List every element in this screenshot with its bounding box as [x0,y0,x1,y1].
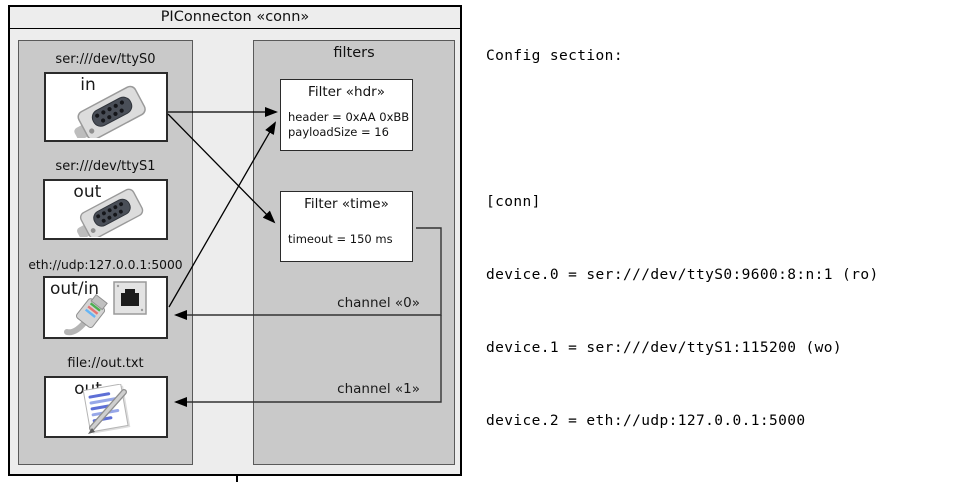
filter-hdr-attr-header: header = 0xAA 0xBB [288,110,410,124]
config-lines: [conn] device.0 = ser:///dev/ttyS0:9600:… [486,119,962,484]
device-ttyS0-box: in [44,72,168,142]
config-title: Config section: [486,47,623,64]
filter-hdr-attr-payload: payloadSize = 16 [288,125,389,139]
filter-hdr-box: Filter «hdr» header = 0xAA 0xBB payloadS… [280,79,413,151]
config-line: device.1 = ser:///dev/ttyS1:115200 (wo) [486,340,843,357]
notepad-icon [76,383,138,438]
config-section: Config section: [conn] device.0 = ser://… [486,10,962,484]
device-ttyS1-label: ser:///dev/ttyS1 [55,159,156,174]
device-eth-direction: out/in [50,279,100,299]
ethernet-plug-icon [53,292,119,340]
device-eth-box: out/in [43,276,168,339]
bottom-border-tick [236,474,238,482]
config-line: [conn] [486,193,541,210]
ethernet-port-icon [113,281,147,319]
filter-time-attr-timeout: timeout = 150 ms [288,232,393,246]
device-file-box: out [44,376,168,438]
piconnecton-title: PIConnecton «conn» [8,5,462,29]
device-eth-label: eth://udp:127.0.0.1:5000 [28,258,183,272]
channel-0-label: channel «0» [337,295,420,311]
device-ttyS1-box: out [43,179,168,240]
config-line: device.2 = eth://udp:127.0.0.1:5000 [486,413,806,430]
device-ttyS0-label: ser:///dev/ttyS0 [55,52,156,67]
filter-time-title: Filter «time» [304,196,389,212]
config-line: device.0 = ser:///dev/ttyS0:9600:8:n:1 (… [486,266,879,283]
device-ttyS1-direction: out [73,182,102,202]
serial-connector-icon [68,84,154,142]
filters-group-title: filters [333,45,375,61]
device-file-label: file://out.txt [67,356,144,371]
serial-connector-icon [71,187,151,241]
filter-time-box: Filter «time» timeout = 150 ms [280,191,413,262]
filter-hdr-title: Filter «hdr» [308,84,385,100]
channel-1-label: channel «1» [337,381,420,397]
device-ttyS0-direction: in [80,75,96,95]
